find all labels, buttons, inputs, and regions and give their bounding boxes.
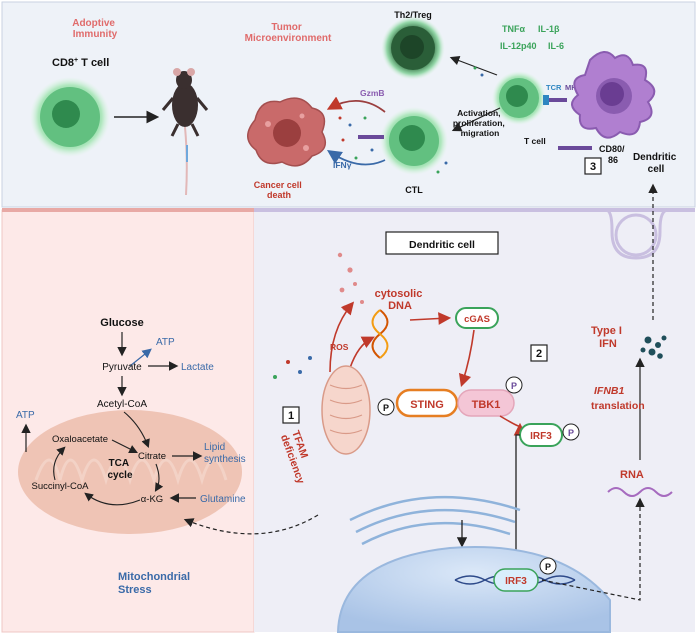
cell-membrane bbox=[254, 208, 695, 260]
citrate-label: Citrate bbox=[138, 451, 166, 462]
pyruvate-label: Pyruvate bbox=[102, 362, 142, 373]
gzmb-arrow bbox=[326, 96, 386, 113]
tbk1-node bbox=[457, 389, 515, 417]
endoplasmic-reticulum bbox=[349, 495, 521, 546]
irf3-nuclear-phospho-badge bbox=[539, 557, 557, 575]
ctl-receptor bbox=[358, 135, 384, 139]
cytosolic-dna-label: cytosolic DNA bbox=[375, 288, 426, 312]
ros-arrow bbox=[329, 301, 355, 373]
gzmb-label: GzmB bbox=[360, 88, 385, 98]
t-cell-nucleus bbox=[506, 85, 528, 107]
tcr-mhc-receptor bbox=[545, 98, 567, 102]
ifng-label: IFNγ bbox=[333, 160, 352, 170]
sting-node bbox=[395, 388, 459, 418]
atp-top-label: ATP bbox=[156, 337, 175, 348]
stress-dashed-arrow bbox=[183, 514, 319, 535]
dendritic-cell-title: Dendritic cell bbox=[409, 239, 475, 251]
mouse-icon bbox=[161, 68, 209, 196]
irf3-nuclear-node bbox=[493, 568, 539, 592]
step-2-label: 2 bbox=[536, 348, 542, 360]
dendritic-cell-top-label: Dendritic cell bbox=[633, 152, 679, 175]
ifn-particles bbox=[640, 335, 667, 359]
t-cell-label: T cell bbox=[524, 136, 546, 146]
step-1-box bbox=[282, 406, 300, 424]
irf3-translocation-arrow bbox=[510, 434, 522, 573]
succinyl-coa-label: Succinyl-CoA bbox=[31, 481, 89, 492]
translation-label: translation bbox=[591, 400, 645, 412]
cd80-label: CD80/ 86 bbox=[599, 144, 627, 165]
ctl-label: CTL bbox=[405, 185, 423, 195]
step-3-box bbox=[584, 157, 602, 175]
tca-cycle-arrows bbox=[53, 411, 164, 506]
glucose-label: Glucose bbox=[100, 317, 143, 329]
dendritic-cell-top bbox=[571, 51, 656, 139]
cytokine-il6: IL-6 bbox=[548, 41, 564, 51]
dendritic-cell-title-box bbox=[385, 231, 499, 255]
activation-arrow bbox=[451, 107, 501, 132]
activation-label: Activation, proliferation, migration bbox=[453, 108, 507, 138]
tumor-microenvironment-label: Tumor Microenvironment bbox=[245, 22, 332, 44]
step-1-label: 1 bbox=[288, 410, 294, 422]
acetyl-coa-label: Acetyl-CoA bbox=[97, 399, 147, 410]
cgas-node bbox=[455, 307, 499, 329]
ifng-arrow bbox=[327, 150, 386, 166]
lipid-synthesis-label: Lipid synthesis bbox=[204, 442, 246, 465]
akg-label: α-KG bbox=[141, 494, 163, 505]
irf3-label: IRF3 bbox=[530, 431, 552, 442]
tbk1-irf3-arrow bbox=[499, 415, 527, 436]
irf3-phospho-label: P bbox=[568, 428, 574, 438]
cgas-label: cGAS bbox=[464, 314, 490, 325]
glutamine-label: Glutamine bbox=[200, 494, 246, 505]
mitochondrial-stress-label: Mitochondrial Stress bbox=[118, 571, 193, 596]
rna-wave bbox=[607, 487, 673, 497]
rna-label: RNA bbox=[620, 469, 644, 481]
cd8-t-cell-nucleus bbox=[52, 100, 80, 128]
mitochondrion-bg bbox=[18, 410, 242, 534]
tca-cycle-label: TCA cycle bbox=[107, 458, 132, 481]
ifnb1-label: IFNB1 bbox=[594, 385, 624, 397]
cancer-cell-icon bbox=[247, 97, 327, 167]
dna-helix-icon bbox=[371, 309, 389, 359]
ctl-nucleus bbox=[399, 125, 425, 151]
cancer-cell-death-label: Cancer cell death bbox=[254, 180, 305, 200]
irf3-nuclear-label: IRF3 bbox=[505, 576, 527, 587]
step-2-box bbox=[530, 344, 548, 362]
oxaloacetate-label: Oxaloacetate bbox=[52, 434, 108, 445]
sting-phospho-badge bbox=[377, 398, 395, 416]
lactate-label: Lactate bbox=[181, 362, 214, 373]
tbk1-phospho-badge bbox=[505, 376, 523, 394]
th2-treg-nucleus bbox=[400, 35, 424, 59]
transcription-dashed-arrow bbox=[541, 497, 645, 601]
dna-cgas-arrow bbox=[409, 312, 452, 325]
cd8-t-cell-label: CD8+ T cell bbox=[52, 57, 109, 69]
endocytic-vesicle bbox=[614, 213, 658, 257]
cytokine-il1b: IL-1β bbox=[538, 24, 560, 34]
atp-top-arrow bbox=[129, 348, 152, 367]
tbk1-phospho-label: P bbox=[511, 381, 517, 391]
adaptive-immunity-label: Adoptive Immunity bbox=[72, 18, 118, 40]
secreted-granules bbox=[338, 66, 484, 174]
th2-arrow bbox=[449, 56, 498, 76]
sting-phospho-label: P bbox=[383, 403, 389, 413]
ros-label: ROS bbox=[330, 342, 349, 352]
irf3-phospho-badge bbox=[562, 423, 580, 441]
dots-near-mito bbox=[273, 356, 312, 379]
irf3-nuclear-phospho-label: P bbox=[545, 562, 551, 572]
tcr-receptor bbox=[543, 95, 549, 105]
mito-dna-arrow bbox=[349, 336, 375, 369]
cd80-receptor bbox=[558, 146, 592, 150]
sting-label: STING bbox=[410, 399, 444, 411]
cgas-sting-arrow bbox=[458, 329, 475, 388]
atp-left-label: ATP bbox=[16, 410, 35, 421]
tcr-label: TCR bbox=[546, 83, 562, 92]
mitochondrion-icon bbox=[321, 365, 371, 455]
cytokine-il12p40: IL-12p40 bbox=[500, 41, 537, 51]
th2-treg-label: Th2/Treg bbox=[394, 10, 432, 20]
tbk1-label: TBK1 bbox=[472, 399, 501, 411]
cytokine-tnfa: TNFα bbox=[502, 24, 525, 34]
type1-ifn-label: Type I IFN bbox=[591, 325, 625, 350]
step-3-label: 3 bbox=[590, 161, 596, 173]
